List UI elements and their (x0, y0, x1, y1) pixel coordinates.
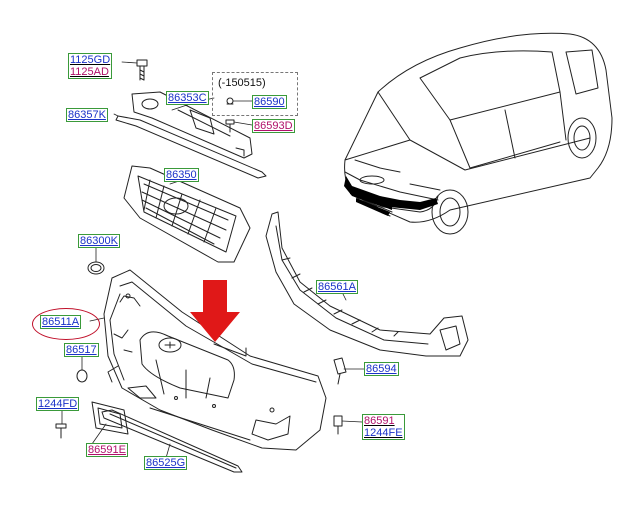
variant-group-box (212, 72, 298, 116)
variant-date-note: (-150515) (218, 77, 266, 89)
part-label-86561a[interactable]: 86561A (316, 280, 358, 294)
part-number-1125gd: 1125GD (70, 54, 111, 66)
highlight-oval (32, 308, 100, 340)
part-label-86594[interactable]: 86594 (364, 362, 399, 376)
lower-grille-86561a (265, 211, 469, 357)
vehicle-grille-highlight (344, 176, 438, 216)
bolt-1125 (136, 59, 148, 81)
part-number-86591: 86591 (364, 415, 395, 427)
part-label-86357k[interactable]: 86357K (66, 108, 108, 122)
emblem-86300k (87, 261, 105, 275)
part-number-1125ad: 1125AD (70, 66, 109, 78)
part-number-1244fe: 1244FE (364, 427, 403, 439)
part-label-86591e[interactable]: 86591E (86, 443, 128, 457)
part-label-1244fd[interactable]: 1244FD (36, 397, 80, 411)
bracket-86591e (91, 401, 129, 435)
part-label-86517[interactable]: 86517 (64, 343, 99, 357)
cap-86517 (76, 369, 88, 383)
part-label-86350[interactable]: 86350 (164, 168, 199, 182)
part-label-86593d[interactable]: 86593D (252, 119, 295, 133)
down-arrow-icon (190, 280, 240, 342)
screw-86591-1244fe (333, 415, 343, 435)
part-label-1125[interactable]: 1125GD 1125AD (68, 53, 113, 79)
front-bumper-cover-86511a (103, 269, 327, 451)
clip-86594 (333, 357, 347, 385)
seal-strip-86357k (115, 115, 267, 179)
part-label-86590[interactable]: 86590 (252, 95, 287, 109)
part-label-86353c[interactable]: 86353C (166, 91, 209, 105)
part-label-86525g[interactable]: 86525G (144, 456, 188, 470)
part-label-86300k[interactable]: 86300K (78, 234, 120, 248)
part-label-86511a[interactable]: 86511A (40, 315, 82, 329)
part-label-86591-1244fe[interactable]: 86591 1244FE (362, 414, 405, 440)
screw-1244fd (55, 423, 67, 439)
lower-lip-86525g (101, 409, 243, 473)
clip-86593d (225, 119, 235, 133)
